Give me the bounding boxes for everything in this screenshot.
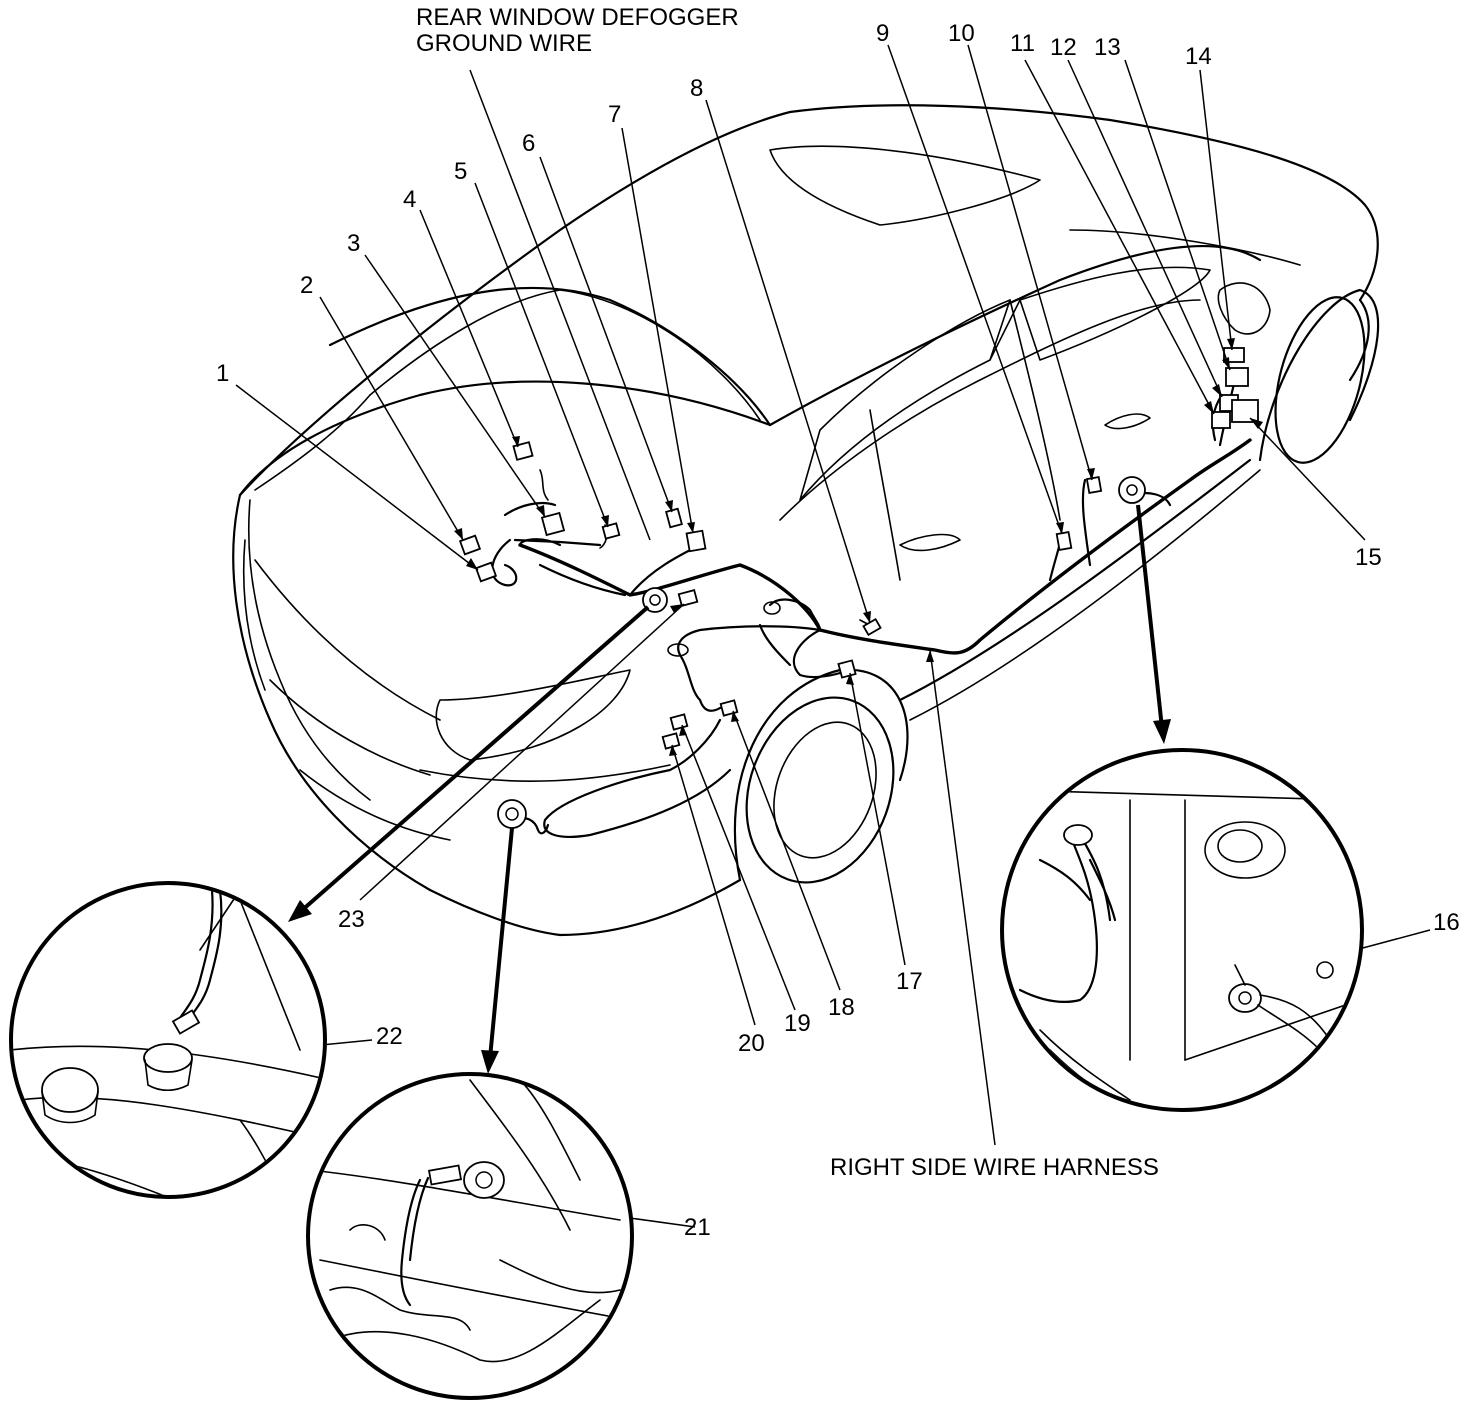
callout-3: 3 — [347, 230, 361, 257]
callout-2: 2 — [300, 272, 314, 299]
connector-5 — [601, 522, 621, 540]
ground-terminal-21 — [497, 799, 527, 829]
ground-terminal-22 — [642, 587, 668, 613]
connector-19 — [669, 713, 689, 731]
callout-10: 10 — [948, 20, 975, 47]
detail-arrows — [288, 504, 1171, 1074]
connector-15 — [1231, 399, 1259, 423]
callout-9: 9 — [876, 20, 890, 47]
callout-21: 21 — [684, 1214, 711, 1241]
connector-1 — [474, 561, 498, 583]
callout-14: 14 — [1185, 43, 1212, 70]
connector-7 — [685, 529, 707, 553]
connector-9 — [1055, 531, 1073, 551]
callout-5: 5 — [454, 158, 468, 185]
callout-6: 6 — [522, 130, 536, 157]
callout-11: 11 — [1010, 30, 1035, 57]
callout-12: 12 — [1050, 34, 1077, 61]
connector-2 — [458, 534, 482, 556]
connector-11 — [1211, 411, 1231, 429]
ground-terminal-16 — [1118, 476, 1146, 504]
label-right-side-wire-harness: RIGHT SIDE WIRE HARNESS — [830, 1154, 1159, 1181]
callout-19: 19 — [784, 1010, 811, 1037]
callout-15: 15 — [1355, 544, 1382, 571]
callout-1: 1 — [216, 360, 230, 387]
connector-10 — [1085, 476, 1103, 494]
leader-arrowheads — [190, 338, 1275, 1206]
connector-3 — [540, 511, 566, 537]
callout-20: 20 — [738, 1030, 765, 1057]
callout-23: 23 — [338, 906, 365, 933]
connector-23 — [677, 589, 699, 607]
detail-view-22 — [9, 881, 327, 1199]
callout-17: 17 — [896, 968, 923, 995]
callout-18: 18 — [828, 994, 855, 1021]
detail-view-21 — [306, 1072, 634, 1400]
callout-22: 22 — [376, 1023, 403, 1050]
connector-6 — [665, 507, 683, 529]
callout-4: 4 — [403, 186, 417, 213]
callout-8: 8 — [690, 75, 704, 102]
label-rear-defogger-ground-wire-line2: GROUND WIRE — [416, 30, 592, 57]
leader-lines — [189, 44, 1431, 1228]
callout-7: 7 — [608, 101, 622, 128]
connector-17 — [837, 659, 857, 679]
connector-13 — [1225, 367, 1249, 387]
connector-8 — [862, 617, 882, 637]
connector-20 — [661, 732, 681, 750]
detail-view-16 — [1000, 748, 1364, 1112]
label-rear-defogger-ground-wire-line1: REAR WINDOW DEFOGGER — [416, 4, 739, 31]
connector-18 — [719, 699, 739, 717]
callout-13: 13 — [1094, 34, 1121, 61]
callout-16: 16 — [1433, 909, 1460, 936]
